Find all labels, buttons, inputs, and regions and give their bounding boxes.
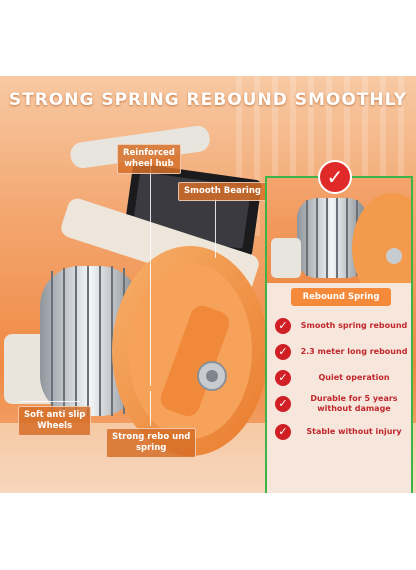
callout-anti-slip-wheels: Soft anti slip Wheels <box>18 406 92 436</box>
check-icon: ✓ <box>275 318 291 334</box>
headline: STRONG SPRING REBOUND SMOOTHLY <box>8 90 408 110</box>
check-icon: ✓ <box>275 344 291 360</box>
feature-item: ✓ Durable for 5 years without damage <box>275 394 411 414</box>
check-icon: ✓ <box>275 396 291 412</box>
feature-text: Quiet operation <box>318 373 390 382</box>
callout-line-wheels <box>20 401 80 402</box>
detail-panel: Rebound Spring ✓ Smooth spring rebound ✓… <box>265 176 413 493</box>
big-check-icon: ✓ <box>318 160 352 194</box>
feature-item: ✓ Stable without injury <box>275 424 411 440</box>
callout-line-spring <box>150 391 151 426</box>
feature-text: 2.3 meter long rebound <box>300 347 408 356</box>
check-icon: ✓ <box>275 424 291 440</box>
spring-closeup-illustration <box>271 193 411 283</box>
feature-text: Smooth spring rebound <box>300 321 408 330</box>
spring-closeup <box>267 178 411 283</box>
callout-smooth-bearing: Smooth Bearing <box>178 182 267 201</box>
callout-reinforced-hub: Reinforced wheel hub <box>117 144 181 174</box>
feature-text: Stable without injury <box>306 427 402 436</box>
callout-line-bearing <box>215 198 216 258</box>
callout-line-hub <box>150 166 151 386</box>
feature-text: Durable for 5 years without damage <box>310 394 398 413</box>
feature-item: ✓ Smooth spring rebound <box>275 318 411 334</box>
rebound-spring-badge: Rebound Spring <box>291 288 391 306</box>
feature-item: ✓ 2.3 meter long rebound <box>275 344 411 360</box>
feature-item: ✓ Quiet operation <box>275 370 411 386</box>
check-icon: ✓ <box>275 370 291 386</box>
callout-rebound-spring: Strong rebo und spring <box>106 428 197 458</box>
product-banner: STRONG SPRING REBOUND SMOOTHLY <box>0 76 416 493</box>
